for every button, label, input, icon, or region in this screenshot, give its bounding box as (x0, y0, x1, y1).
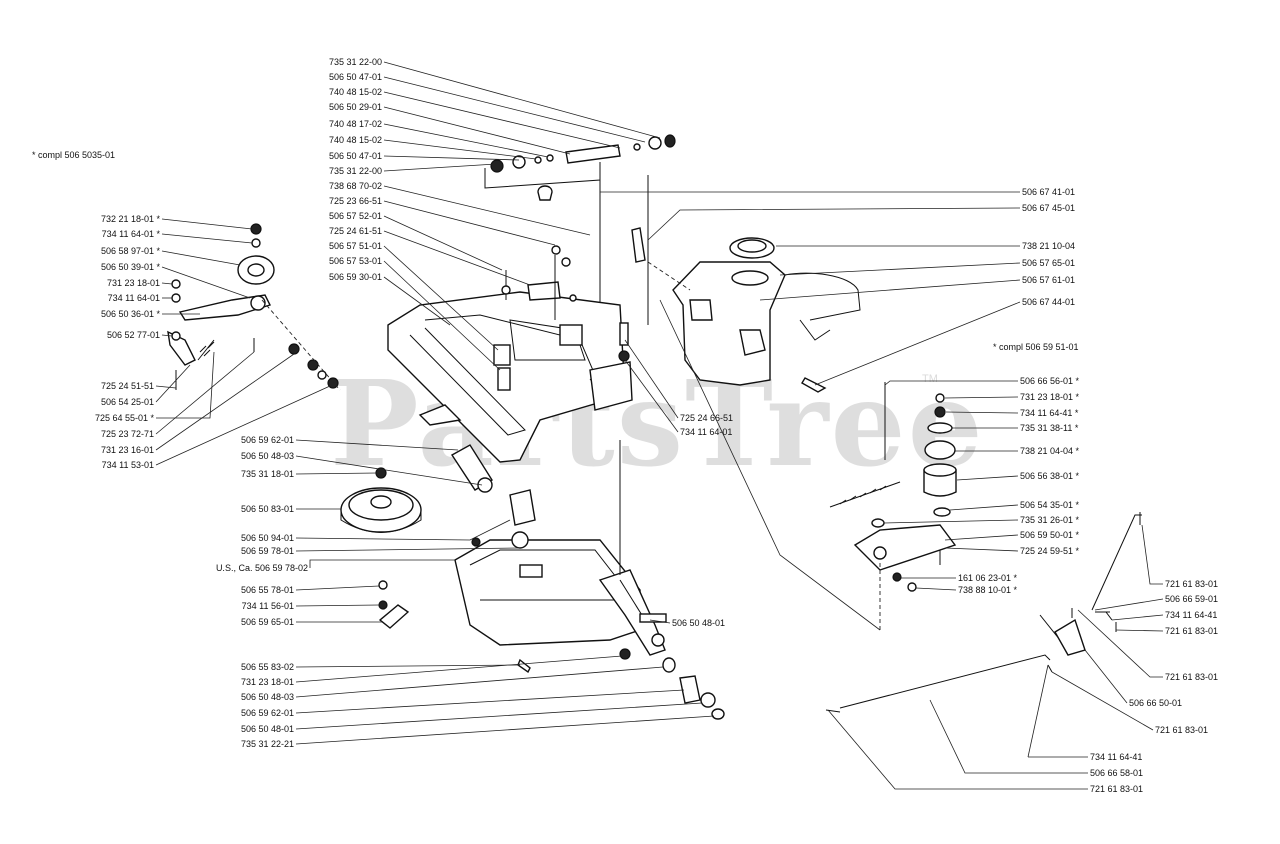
callout-label: 506 50 39-01 * (101, 262, 161, 272)
callout-label: 740 48 15-02 (329, 135, 382, 145)
callout-label: 734 11 64-01 (680, 427, 732, 437)
callout-label: 721 61 83-01 (1090, 784, 1143, 794)
callout-label: 506 66 58-01 (1090, 768, 1143, 778)
callout-label: 735 31 22-00 (329, 166, 382, 176)
callout-label: 725 23 72-71 (101, 429, 154, 439)
callout-label: 506 66 59-01 (1165, 594, 1218, 604)
callout-label: 734 11 56-01 (242, 601, 294, 611)
callout-label: 735 31 38-11 * (1020, 423, 1079, 433)
callout-label: 740 48 15-02 (329, 87, 382, 97)
callout-label: 506 57 65-01 (1022, 258, 1075, 268)
callout-label: 506 50 83-01 (241, 504, 294, 514)
callout-label: 731 23 18-01 (107, 278, 160, 288)
linkage-rods (825, 512, 1142, 713)
callout-label: 506 59 30-01 (329, 272, 382, 282)
callout-label: 506 55 83-02 (241, 662, 294, 672)
callout-label: 506 54 35-01 * (1020, 500, 1080, 510)
callout-label: 721 61 83-01 (1165, 626, 1218, 636)
callout-label: 738 88 10-01 * (958, 585, 1018, 595)
middle-pulley-assembly (340, 444, 493, 533)
callout-label: 721 61 83-01 (1165, 579, 1218, 589)
callout-label: 506 66 56-01 * (1020, 376, 1080, 386)
callout-label: 506 50 47-01 (329, 72, 382, 82)
callout-label: 734 11 64-01 * (102, 229, 161, 239)
callout-label: 506 59 50-01 * (1020, 530, 1080, 540)
callout-label: 506 50 94-01 (241, 533, 294, 543)
note-compl-left: * compl 506 5035-01 (32, 150, 115, 160)
callout-label: 506 67 41-01 (1022, 187, 1075, 197)
callout-label: 506 54 25-01 (101, 397, 154, 407)
callout-label: U.S., Ca. 506 59 78-02 (216, 563, 308, 573)
callout-label: 506 50 36-01 * (101, 309, 161, 319)
callout-label: 731 23 18-01 * (1020, 392, 1080, 402)
callout-label: 734 11 64-41 * (1020, 408, 1079, 418)
parts-illustration (167, 134, 1142, 720)
callout-labels: 735 31 22-00 506 50 47-01 740 48 15-02 5… (95, 57, 1218, 794)
callout-label: 506 50 48-03 (241, 692, 294, 702)
left-idler-assembly (167, 223, 341, 391)
callout-label: 735 31 22-21 (241, 739, 294, 749)
callout-label: 731 23 16-01 (101, 445, 154, 455)
callout-label: 506 50 48-01 (241, 724, 294, 734)
callout-label: 506 67 45-01 (1022, 203, 1075, 213)
callout-label: 734 11 64-41 (1090, 752, 1142, 762)
callout-label: 506 59 62-01 (241, 435, 294, 445)
callout-label: 734 11 64-01 (108, 293, 160, 303)
callout-label: 725 24 61-51 (329, 226, 382, 236)
callout-label: 506 50 47-01 (329, 151, 382, 161)
callout-label: 506 59 62-01 (241, 708, 294, 718)
callout-label: 161 06 23-01 * (958, 573, 1018, 583)
callout-label: 506 66 50-01 (1129, 698, 1182, 708)
callout-label: 738 21 10-04 (1022, 241, 1075, 251)
upper-cover-assembly (631, 175, 861, 393)
callout-label: 735 31 22-00 (329, 57, 382, 67)
leader-lines (155, 61, 1164, 790)
callout-label: 506 59 78-01 (241, 546, 294, 556)
watermark-trademark: TM (922, 373, 938, 385)
callout-label: 506 58 97-01 * (101, 246, 161, 256)
callout-label: 506 55 78-01 (241, 585, 294, 595)
callout-label: 735 31 18-01 (241, 469, 294, 479)
callout-label: 725 24 51-51 (101, 381, 154, 391)
callout-label: 721 61 83-01 (1165, 672, 1218, 682)
callout-label: 734 11 53-01 (102, 460, 154, 470)
callout-label: 738 21 04-04 * (1020, 446, 1080, 456)
callout-label: 506 59 65-01 (241, 617, 294, 627)
callout-label: 506 50 29-01 (329, 102, 382, 112)
callout-label: 731 23 18-01 (241, 677, 294, 687)
callout-label: 735 31 26-01 * (1020, 515, 1080, 525)
note-compl-right: * compl 506 59 51-01 (993, 342, 1079, 352)
callout-label: 506 50 48-03 (241, 451, 294, 461)
callout-label: 506 57 51-01 (329, 241, 382, 251)
callout-label: 732 21 18-01 * (101, 214, 161, 224)
callout-label: 734 11 64-41 (1165, 610, 1217, 620)
transmission-housing (378, 440, 725, 720)
main-frame (387, 245, 633, 463)
callout-label: 725 24 66-51 (680, 413, 733, 423)
callout-label: 506 52 77-01 (107, 330, 160, 340)
callout-label: 725 64 55-01 * (95, 413, 155, 423)
callout-label: 506 67 44-01 (1022, 297, 1075, 307)
callout-label: 725 24 59-51 * (1020, 546, 1080, 556)
callout-label: 506 57 52-01 (329, 211, 382, 221)
callout-label: 506 57 53-01 (329, 256, 382, 266)
right-idler-assembly (829, 382, 957, 592)
callout-label: 506 56 38-01 * (1020, 471, 1080, 481)
callout-label: 721 61 83-01 (1155, 725, 1208, 735)
callout-label: 738 68 70-02 (329, 181, 382, 191)
callout-label: 506 57 61-01 (1022, 275, 1075, 285)
callout-label: 740 48 17-02 (329, 119, 382, 129)
callout-label: 725 23 66-51 (329, 196, 382, 206)
callout-label: 506 50 48-01 (672, 618, 725, 628)
